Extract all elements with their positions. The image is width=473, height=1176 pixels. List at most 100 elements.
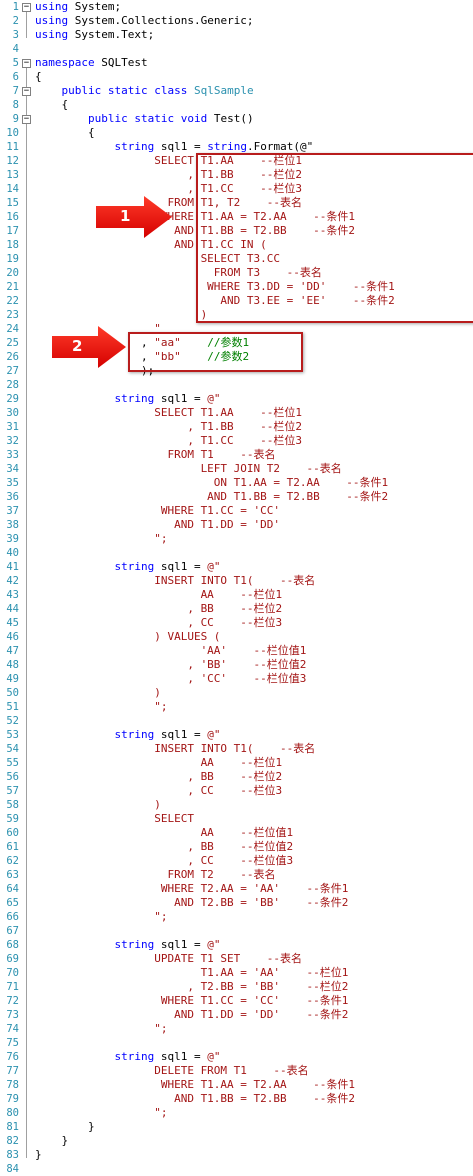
code-text: AND T1.BB = T2.BB --条件2 bbox=[35, 224, 355, 238]
code-text: WHERE T1.CC = 'CC' --条件1 bbox=[35, 994, 349, 1008]
line-number: 37 bbox=[6, 505, 19, 517]
code-line: 75 bbox=[0, 1036, 473, 1050]
code-line: 30 SELECT T1.AA --栏位1 bbox=[0, 406, 473, 420]
code-token: SELECT bbox=[35, 812, 194, 825]
line-number: 9 bbox=[12, 113, 19, 125]
highlight-box-2 bbox=[128, 332, 303, 372]
code-token: ) VALUES ( bbox=[35, 630, 221, 643]
code-text: INSERT INTO T1( --表名 bbox=[35, 574, 315, 588]
line-number: 70 bbox=[6, 967, 19, 979]
code-text: "; bbox=[35, 700, 167, 714]
code-token: sql1 = bbox=[154, 728, 208, 741]
line-number: 21 bbox=[6, 281, 19, 293]
code-line: 39 "; bbox=[0, 532, 473, 546]
code-token: , CC --栏位值3 bbox=[35, 854, 294, 867]
line-number: 6 bbox=[12, 71, 19, 83]
line-number: 74 bbox=[6, 1023, 19, 1035]
line-number: 62 bbox=[6, 855, 19, 867]
code-line: 20 FROM T3 --表名 bbox=[0, 266, 473, 280]
code-token: ) bbox=[35, 686, 161, 699]
code-text: FROM T1, T2 --表名 bbox=[35, 196, 302, 210]
code-token: SELECT T1.AA --栏位1 bbox=[35, 154, 303, 167]
code-token: //参数1 bbox=[207, 336, 250, 349]
code-text: , T2.BB = 'BB' --栏位2 bbox=[35, 980, 348, 994]
code-token: , 'CC' --栏位值3 bbox=[35, 672, 307, 685]
code-line: 63 FROM T2 --表名 bbox=[0, 868, 473, 882]
code-text: SELECT T1.AA --栏位1 bbox=[35, 406, 302, 420]
code-line: 81 } bbox=[0, 1120, 473, 1134]
code-line: 76 string sql1 = @" bbox=[0, 1050, 473, 1064]
code-text: SELECT T3.CC bbox=[35, 252, 280, 266]
code-line: 67 bbox=[0, 924, 473, 938]
line-number: 72 bbox=[6, 995, 19, 1007]
code-text: AA --栏位1 bbox=[35, 588, 283, 602]
code-token: , BB --栏位值2 bbox=[35, 840, 294, 853]
code-line: 27 ); bbox=[0, 364, 473, 378]
collapse-toggle-icon[interactable]: − bbox=[22, 114, 31, 124]
code-text: using System; bbox=[35, 0, 121, 14]
line-number: 47 bbox=[6, 645, 19, 657]
code-text: , 'BB' --栏位值2 bbox=[35, 658, 306, 672]
code-text: , CC --栏位值3 bbox=[35, 854, 293, 868]
code-token: { bbox=[35, 70, 42, 83]
code-token: @" bbox=[207, 560, 221, 573]
code-token: WHERE T1.CC = 'CC' bbox=[35, 504, 281, 517]
code-token: WHERE T1.CC = 'CC' --条件1 bbox=[35, 994, 349, 1007]
code-line: 49 , 'CC' --栏位值3 bbox=[0, 672, 473, 686]
code-line: 70 T1.AA = 'AA' --栏位1 bbox=[0, 966, 473, 980]
line-number: 29 bbox=[6, 393, 19, 405]
code-token: FROM T1, T2 --表名 bbox=[35, 196, 303, 209]
code-line: 50 ) bbox=[0, 686, 473, 700]
code-line: 37 WHERE T1.CC = 'CC' bbox=[0, 504, 473, 518]
line-number: 38 bbox=[6, 519, 19, 531]
code-token: namespace bbox=[35, 56, 95, 69]
line-number: 28 bbox=[6, 379, 19, 391]
collapse-toggle-icon[interactable]: − bbox=[22, 58, 31, 68]
code-line: 56 , BB --栏位2 bbox=[0, 770, 473, 784]
code-token: " bbox=[35, 322, 161, 335]
code-token: using bbox=[35, 0, 69, 13]
line-number: 51 bbox=[6, 701, 19, 713]
code-token: ON T1.AA = T2.AA --条件1 bbox=[35, 476, 389, 489]
line-number: 35 bbox=[6, 477, 19, 489]
code-line: 13 , T1.BB --栏位2 bbox=[0, 168, 473, 182]
line-number: 57 bbox=[6, 785, 19, 797]
callout-label-1: 1 bbox=[120, 207, 131, 225]
code-line: 35 ON T1.AA = T2.AA --条件1 bbox=[0, 476, 473, 490]
code-token: FROM T3 --表名 bbox=[35, 266, 322, 279]
code-line: 77 DELETE FROM T1 --表名 bbox=[0, 1064, 473, 1078]
collapse-toggle-icon[interactable]: − bbox=[22, 86, 31, 96]
line-number: 31 bbox=[6, 421, 19, 433]
code-token: WHERE T1.AA = T2.AA --条件1 bbox=[35, 210, 356, 223]
code-text: , BB --栏位值2 bbox=[35, 840, 293, 854]
code-token: "bb" bbox=[154, 350, 181, 363]
code-text: WHERE T3.DD = 'DD' --条件1 bbox=[35, 280, 395, 294]
code-token: AND T1.BB = T2.BB --条件2 bbox=[35, 490, 389, 503]
callout-arrow-1: 1 bbox=[96, 196, 172, 238]
code-token: using bbox=[35, 28, 69, 41]
code-line: 60 AA --栏位值1 bbox=[0, 826, 473, 840]
code-line: 45 , CC --栏位3 bbox=[0, 616, 473, 630]
line-number: 65 bbox=[6, 897, 19, 909]
code-token: @" bbox=[207, 728, 221, 741]
line-number: 23 bbox=[6, 309, 19, 321]
code-text: AA --栏位1 bbox=[35, 756, 283, 770]
code-text: WHERE T1.AA = T2.AA --条件1 bbox=[35, 1078, 355, 1092]
line-number: 63 bbox=[6, 869, 19, 881]
code-text: AND T1.CC IN ( bbox=[35, 238, 267, 252]
code-text: , CC --栏位3 bbox=[35, 616, 282, 630]
code-token: AND T1.BB = T2.BB --条件2 bbox=[35, 224, 356, 237]
collapse-toggle-icon[interactable]: − bbox=[22, 2, 31, 12]
code-line: 28 bbox=[0, 378, 473, 392]
code-token: INSERT INTO T1( --表名 bbox=[35, 742, 316, 755]
code-text: string sql1 = @" bbox=[35, 1050, 220, 1064]
code-token: //参数2 bbox=[207, 350, 250, 363]
code-token: , bbox=[140, 350, 148, 363]
code-text: INSERT INTO T1( --表名 bbox=[35, 742, 315, 756]
line-number: 46 bbox=[6, 631, 19, 643]
code-token: WHERE T3.DD = 'DD' --条件1 bbox=[35, 280, 395, 293]
line-number: 41 bbox=[6, 561, 19, 573]
code-text: string sql1 = @" bbox=[35, 728, 220, 742]
code-text: " bbox=[35, 322, 161, 336]
